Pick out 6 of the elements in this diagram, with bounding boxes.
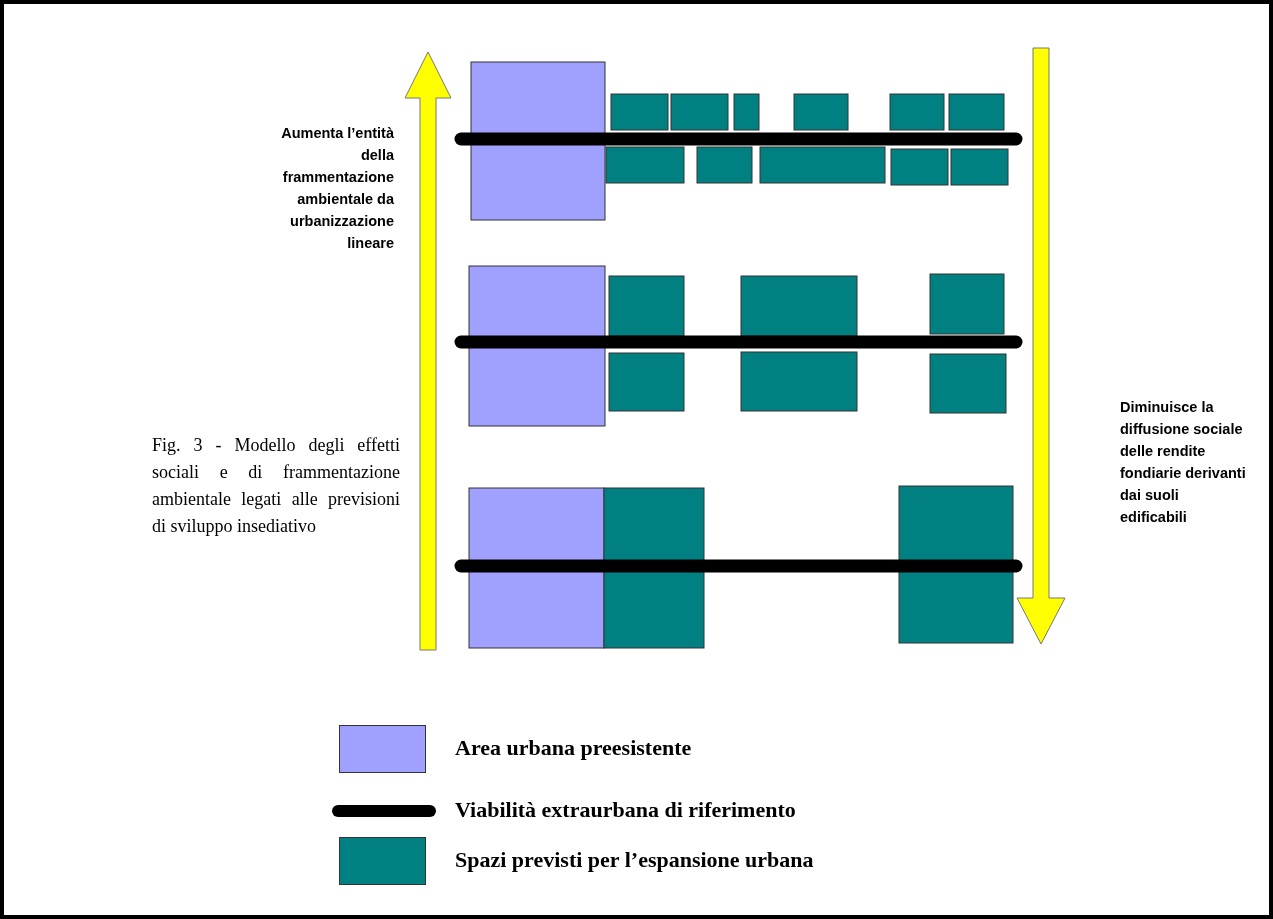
side-note: Diminuisce la diffusione sociale delle rendite fondiarie derivanti dai suoli edificabili bbox=[1120, 398, 1247, 527]
side-note: Aumenta l’entità della frammentazione ambientale da urbanizzazione lineare bbox=[280, 124, 394, 253]
legend-label: Viabilità extraurbana di riferimento bbox=[455, 797, 796, 823]
legend-label: Area urbana preesistente bbox=[455, 735, 692, 761]
figure-caption: Fig. 3 - Modello degli effetti sociali e di frammentazione ambientale legati alle previsioni di sviluppo insediativo bbox=[152, 434, 400, 538]
legend-label: Spazi previsti per l’espansione urbana bbox=[455, 847, 814, 873]
